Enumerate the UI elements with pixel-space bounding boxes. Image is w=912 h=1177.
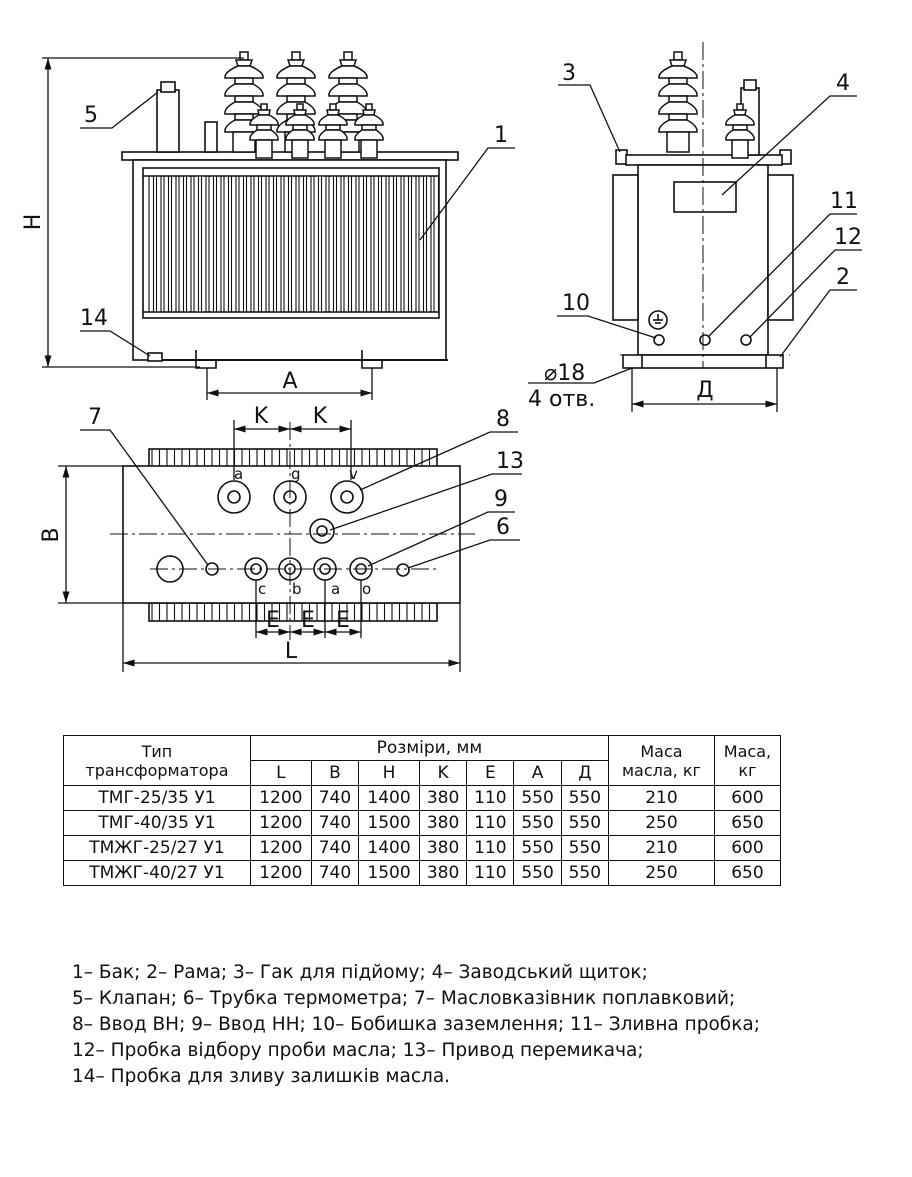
dim-e-3-label: E (336, 608, 350, 633)
dim-b-label: B (39, 527, 64, 542)
cell-type: ТМЖГ-40/27 У1 (63, 860, 251, 886)
callout-2: 2 (836, 265, 850, 290)
cell-type: ТМГ-40/35 У1 (63, 810, 251, 836)
legend-line: 1– Бак; 2– Рама; 3– Гак для підйому; 4– … (72, 962, 648, 983)
front-dimensions (42, 57, 373, 400)
legend-line: 8– Ввод ВН; 9– Ввод НН; 10– Бобишка зазе… (72, 1014, 760, 1035)
callout-9: 9 (494, 487, 508, 512)
callout-5: 5 (84, 103, 98, 128)
terminal-hv-a: a (234, 465, 243, 483)
header-oil-mass: Маса масла, кг (607, 735, 715, 786)
legend: 1– Бак; 2– Рама; 3– Гак для підйому; 4– … (72, 960, 872, 1090)
callout-7: 7 (88, 405, 102, 430)
dim-d-label: Д (696, 378, 713, 403)
header-dimensions: Розміри, мм (249, 735, 609, 761)
header-A: A (513, 760, 562, 786)
callout-6: 6 (496, 515, 510, 540)
transformer-drawing: H A 5 1 14 (21, 42, 862, 672)
callout-10: 10 (562, 291, 590, 316)
callout-12: 12 (834, 225, 862, 250)
header-L: L (249, 760, 312, 786)
header-H: H (358, 760, 420, 786)
legend-line: 14– Пробка для зливу залишків масла. (72, 1066, 451, 1087)
hole-note-count: 4 отв. (528, 387, 595, 412)
callout-3: 3 (562, 61, 576, 86)
callout-14: 14 (80, 306, 108, 331)
dim-a-label: A (282, 369, 297, 394)
header-K: K (418, 760, 468, 786)
hole-note-diameter: ⌀18 (544, 361, 585, 386)
callout-8: 8 (496, 407, 510, 432)
dim-l-label: L (285, 639, 298, 664)
dim-h-label: H (21, 214, 46, 231)
terminal-lv-a: a (331, 580, 340, 598)
callout-4: 4 (836, 71, 850, 96)
terminal-lv-b: b (292, 580, 302, 598)
cell-type: ТМГ-25/35 У1 (63, 785, 251, 811)
terminal-lv-c: c (258, 580, 266, 598)
dim-e-1-label: E (266, 608, 280, 633)
header-E: E (466, 760, 515, 786)
front-view (121, 81, 459, 369)
header-D: Д (560, 760, 609, 786)
header-type: Тип трансформатора (63, 735, 251, 786)
header-mass: Маса, кг (713, 735, 782, 786)
callout-11: 11 (830, 189, 858, 214)
legend-line: 12– Пробка відбору проби масла; 13– Прив… (72, 1040, 644, 1061)
callout-13: 13 (496, 449, 524, 474)
callout-1: 1 (494, 123, 508, 148)
terminal-hv-g: g (291, 465, 301, 483)
dim-e-2-label: E (301, 608, 315, 633)
side-view (612, 79, 794, 369)
terminal-hv-v: v (349, 465, 358, 483)
header-B: B (310, 760, 360, 786)
dim-k-right-label: K (313, 404, 328, 429)
spec-table: Тип трансформатора Розміри, мм Маса масл… (63, 735, 782, 886)
terminal-lv-o: o (362, 580, 371, 598)
legend-line: 5– Клапан; 6– Трубка термометра; 7– Масл… (72, 988, 736, 1009)
cell-type: ТМЖГ-25/27 У1 (63, 835, 251, 861)
dim-k-left-label: K (254, 404, 269, 429)
